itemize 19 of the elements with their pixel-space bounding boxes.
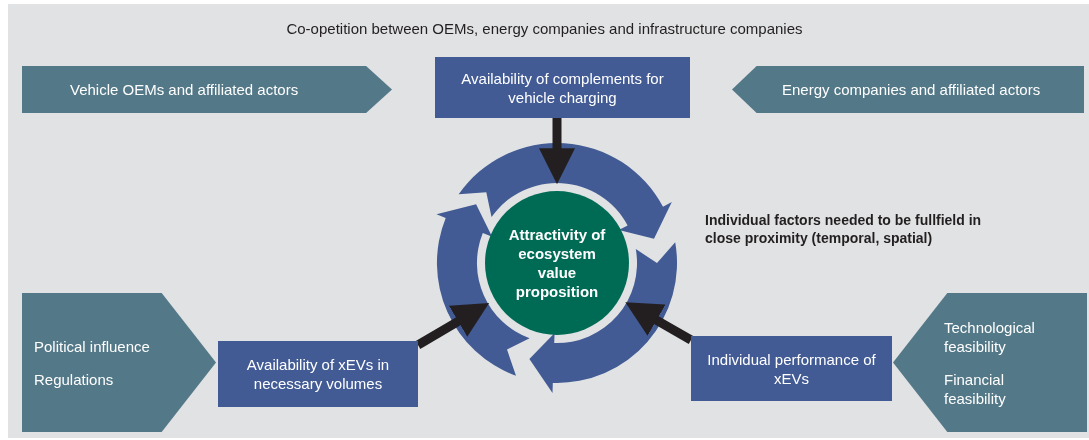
- node-text: Financial feasibility: [944, 369, 1007, 408]
- process-box: [691, 336, 892, 401]
- node-text: Availability of xEVs in necessary volumes: [245, 355, 391, 393]
- arrow: [415, 303, 490, 349]
- node-text: Energy companies and affiliated actors: [782, 80, 1041, 99]
- node-text: Political influence: [34, 336, 151, 356]
- node-text: Vehicle OEMs and affiliated actors: [70, 80, 299, 99]
- chevron-banner: [732, 66, 1084, 113]
- title: Co-opetition between OEMs, energy companies and infrastructure companies: [285, 19, 804, 39]
- node-text: Availability of complements for vehicle charging: [460, 68, 665, 107]
- process-box: [435, 57, 690, 118]
- node-text: Attractivity of ecosystem value proposition: [507, 225, 607, 301]
- note-text: Individual factors needed to be fullfield in close proximity (temporal, spatial): [705, 211, 983, 247]
- chevron-banner: [22, 66, 392, 113]
- node-text: Technological feasibility: [944, 317, 1036, 356]
- arrow: [539, 118, 575, 185]
- node-text: Individual performance of xEVs: [707, 349, 876, 388]
- process-box: [218, 341, 418, 407]
- node-text: Regulations: [34, 369, 115, 389]
